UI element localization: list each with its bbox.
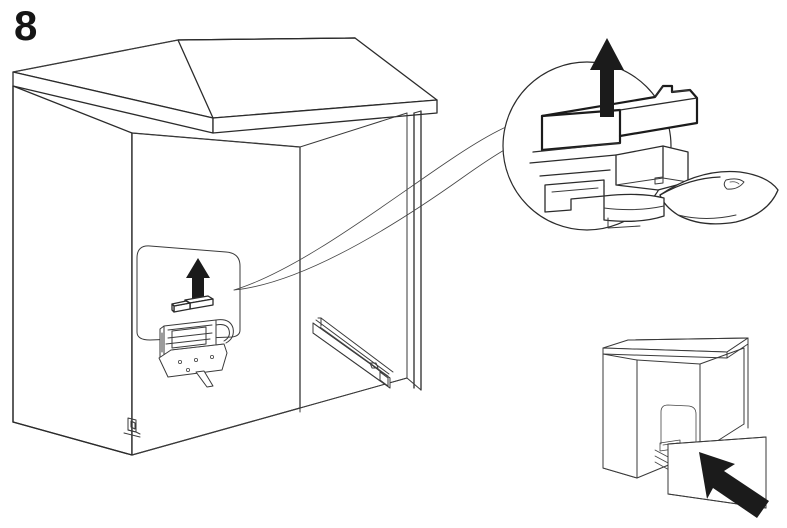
floor-bracket-left (123, 417, 141, 438)
pull-drawer-arrow (699, 452, 769, 518)
desktop-panel (12, 37, 438, 134)
step-number: 8 (14, 2, 37, 49)
magnified-runner (529, 84, 779, 229)
runner-bracket (158, 319, 234, 388)
lift-arrow (186, 258, 210, 300)
inset-desk (602, 337, 767, 509)
cabinet-floor (131, 377, 408, 456)
drawer-runner-rail (312, 317, 394, 389)
detail-region-outline (136, 245, 241, 341)
right-side-panel (406, 110, 422, 391)
lift-arrow-detail (590, 38, 624, 117)
release-lever (171, 295, 214, 313)
